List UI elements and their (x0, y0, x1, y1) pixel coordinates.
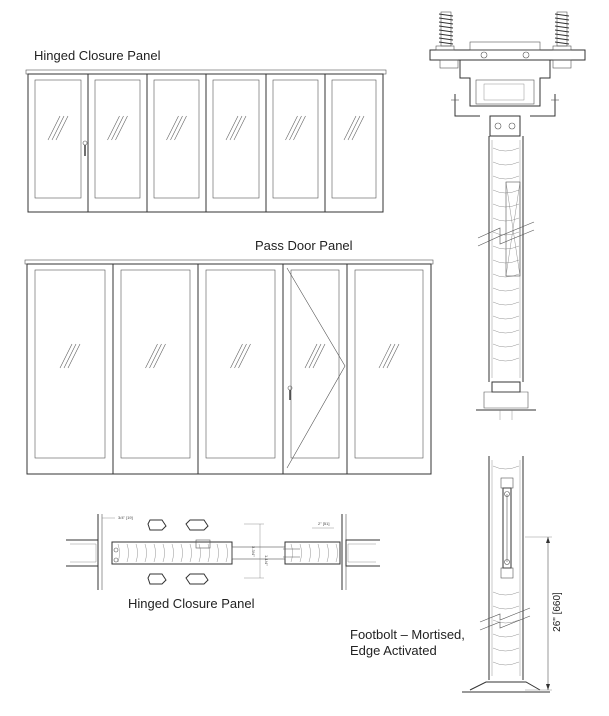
footbolt-label: Footbolt – Mortised, Edge Activated (350, 627, 465, 658)
dim-label-4: 1-1/4" (264, 555, 269, 566)
pass-door-panel (346, 264, 424, 474)
pass-door-panel (197, 264, 276, 474)
hinged-closure-panel-label-top: Hinged Closure Panel (34, 48, 161, 63)
hinged-panel (146, 74, 200, 212)
hinged-panel (34, 79, 82, 199)
door-handle-icon (82, 140, 88, 156)
dim-label-3: 3-3/4" (251, 546, 256, 557)
hinged-closure-panel-label-bottom: Hinged Closure Panel (128, 596, 255, 611)
threaded-rod-icon (554, 11, 570, 47)
hinged-closure-plan-section: 3/4" [19] 2" [51] 3-3/4" 1-1/4" (66, 514, 380, 590)
wood-grain (117, 543, 338, 563)
pass-door-panel (282, 264, 340, 474)
pass-door-handle-icon (287, 385, 293, 400)
dim-label-1: 3/4" [19] (118, 515, 133, 520)
threaded-rod-icon (438, 11, 454, 47)
hinged-closure-elevation (25, 69, 387, 213)
vertical-panel-section (476, 136, 536, 420)
dim-label-2: 2" [51] (318, 521, 329, 526)
pass-door-panel (34, 269, 106, 459)
hinged-panel (205, 74, 260, 212)
door-swing-indicator (286, 267, 346, 469)
pass-door-panel-label: Pass Door Panel (255, 238, 353, 253)
hinged-panel (324, 74, 377, 212)
hinged-panel (87, 74, 141, 212)
pass-door-elevation (24, 259, 434, 475)
pass-door-panel (112, 264, 191, 474)
footbolt-section: 26" [660] (462, 456, 563, 693)
footbolt-dimension: 26" [660] (552, 592, 563, 632)
track-head-section (429, 11, 586, 137)
hinged-panel (265, 74, 319, 212)
